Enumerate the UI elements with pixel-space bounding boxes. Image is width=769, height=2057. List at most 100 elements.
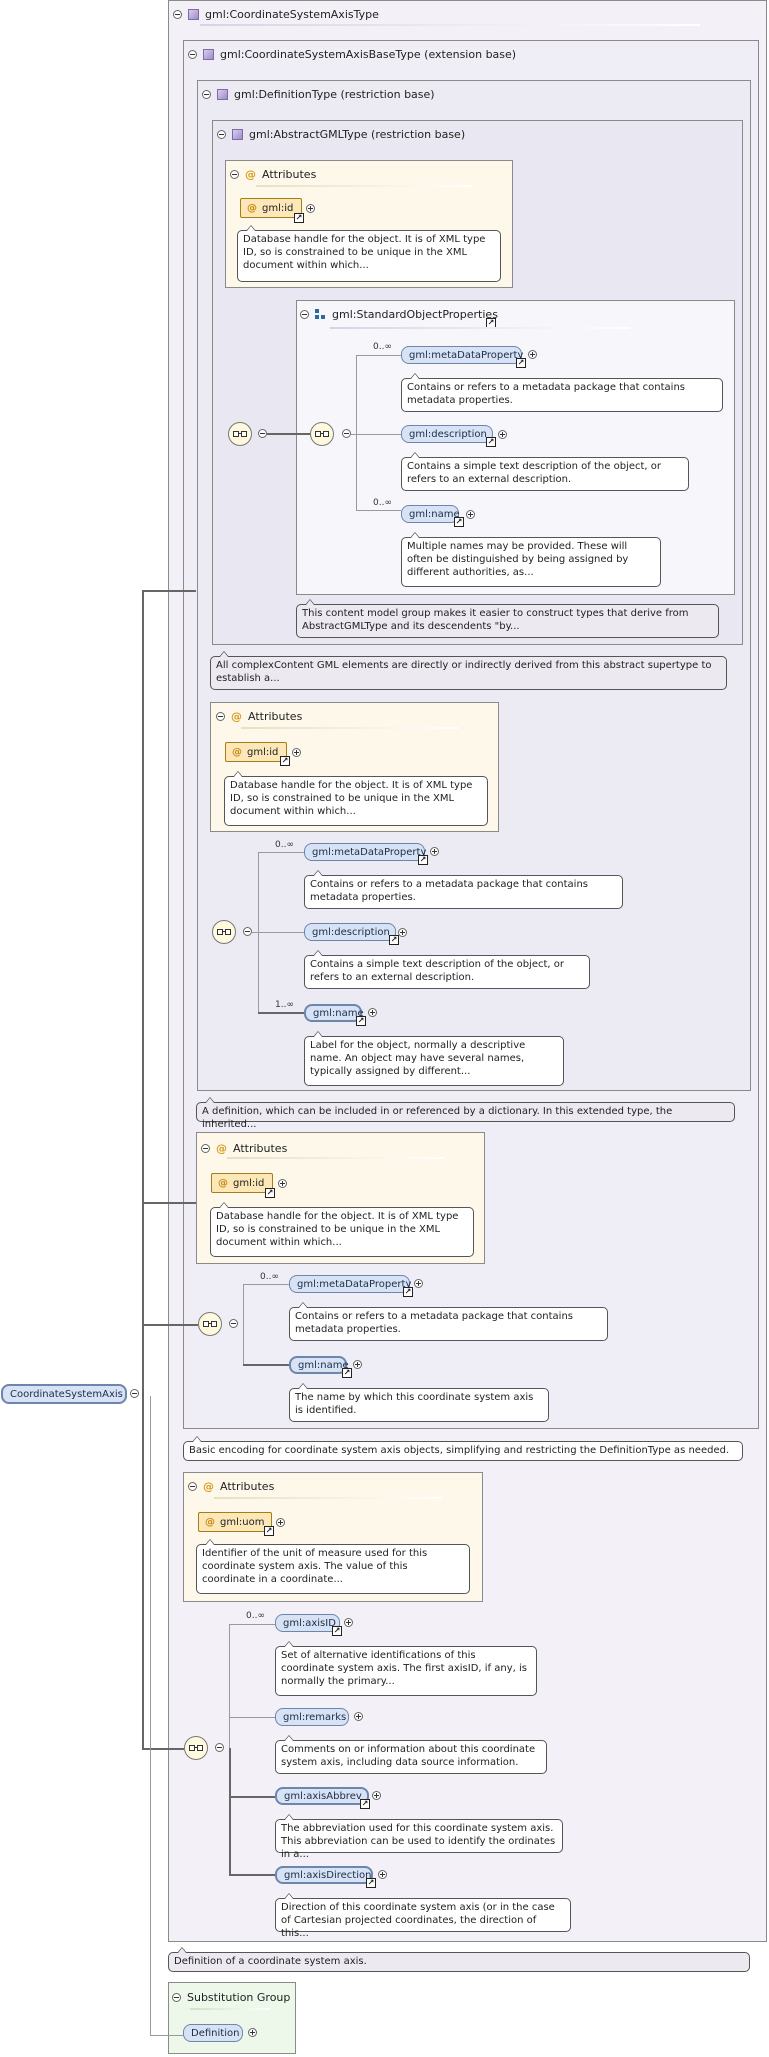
element-metadata-property[interactable]: gml:metaDataProperty (401, 346, 523, 364)
connector (229, 1748, 231, 1874)
expand-icon[interactable] (344, 1618, 353, 1627)
element-remarks[interactable]: gml:remarks (275, 1708, 349, 1726)
collapse-icon[interactable] (229, 1319, 238, 1328)
connector (142, 1202, 196, 1204)
cardinality: 0..∞ (373, 498, 392, 508)
collapse-icon[interactable] (188, 1482, 197, 1491)
root-element-coordinate-system-axis[interactable]: CoordinateSystemAxis (1, 1384, 127, 1404)
note-name-multi-doc: Multiple names may be provided. These wi… (401, 532, 661, 587)
collapse-icon[interactable] (342, 429, 351, 438)
arrow-link-icon[interactable]: ↗ (280, 756, 290, 766)
element-metadata-property[interactable]: gml:metaDataProperty (289, 1275, 411, 1293)
connector (229, 1624, 275, 1625)
sequence-compositor[interactable] (212, 920, 236, 944)
sequence-compositor[interactable] (228, 422, 252, 446)
expand-icon[interactable] (248, 2028, 257, 2037)
expand-icon[interactable] (414, 1279, 423, 1288)
definition-type-name: gml:DefinitionType (restriction base) (234, 88, 435, 101)
collapse-icon[interactable] (202, 90, 211, 99)
complex-type-icon (203, 49, 214, 60)
collapse-icon[interactable] (230, 170, 239, 179)
arrow-link-icon[interactable]: ↗ (342, 1368, 352, 1378)
element-axis-direction[interactable]: gml:axisDirection (275, 1866, 373, 1884)
cardinality: 1..∞ (275, 1000, 294, 1010)
collapse-icon[interactable] (243, 927, 252, 936)
expand-icon[interactable] (498, 430, 507, 439)
expand-icon[interactable] (466, 510, 475, 519)
arrow-link-icon[interactable]: ↗ (389, 935, 399, 945)
collapse-icon[interactable] (300, 310, 309, 319)
collapse-icon[interactable] (216, 712, 225, 721)
expand-icon[interactable] (292, 748, 301, 757)
expand-icon[interactable] (430, 847, 439, 856)
attribute-icon: @ (203, 1480, 214, 1493)
attribute-icon: @ (232, 746, 242, 758)
base-type-name: gml:CoordinateSystemAxisBaseType (extens… (220, 48, 517, 61)
element-name[interactable]: gml:name (401, 505, 460, 523)
arrow-link-icon[interactable]: ↗ (454, 517, 464, 527)
arrow-link-icon[interactable]: ↗ (360, 1799, 370, 1809)
note-abstract-doc: All complexContent GML elements are dire… (210, 651, 727, 690)
arrow-link-icon[interactable]: ↗ (403, 1287, 413, 1297)
expand-icon[interactable] (278, 1179, 287, 1188)
expand-icon[interactable] (276, 1518, 285, 1527)
connector (243, 1364, 289, 1366)
arrow-link-icon[interactable]: ↗ (418, 855, 428, 865)
arrow-link-icon[interactable]: ↗ (356, 1016, 366, 1026)
collapse-icon[interactable] (201, 1144, 210, 1153)
connector (142, 590, 196, 592)
arrow-link-icon[interactable]: ↗ (264, 1526, 274, 1536)
attribute-gml-id[interactable]: @gml:id (211, 1173, 273, 1193)
attribute-gml-uom[interactable]: @gml:uom (198, 1512, 272, 1532)
sequence-compositor[interactable] (198, 1312, 222, 1336)
expand-icon[interactable] (398, 928, 407, 937)
connector (142, 1748, 184, 1750)
note-id-doc: Database handle for the object. It is of… (237, 225, 501, 282)
arrow-link-icon[interactable]: ↗ (332, 1626, 342, 1636)
expand-icon[interactable] (372, 1791, 381, 1800)
expand-icon[interactable] (528, 350, 537, 359)
element-axis-abbrev[interactable]: gml:axisAbbrev (275, 1787, 369, 1805)
note-id-doc: Database handle for the object. It is of… (224, 771, 488, 826)
collapse-icon[interactable] (130, 1389, 139, 1398)
collapse-icon[interactable] (188, 50, 197, 59)
header-rule (190, 2008, 270, 2010)
arrow-link-icon[interactable]: ↗ (516, 358, 526, 368)
substitution-group-header: Substitution Group (172, 1991, 290, 2004)
expand-icon[interactable] (354, 1712, 363, 1721)
element-description[interactable]: gml:description (304, 923, 396, 941)
element-definition[interactable]: Definition (183, 2024, 243, 2042)
element-name[interactable]: gml:name (289, 1356, 349, 1374)
expand-icon[interactable] (368, 1008, 377, 1017)
attribute-gml-id[interactable]: @gml:id (240, 198, 302, 218)
collapse-icon[interactable] (215, 1743, 224, 1752)
expand-icon[interactable] (353, 1360, 362, 1369)
attribute-gml-id[interactable]: @gml:id (225, 742, 287, 762)
arrow-link-icon[interactable]: ↗ (366, 1878, 376, 1888)
connector (356, 355, 401, 356)
cardinality: 0..∞ (373, 342, 392, 352)
cardinality: 0..∞ (246, 1611, 265, 1621)
sequence-compositor[interactable] (184, 1736, 208, 1760)
sequence-compositor[interactable] (310, 422, 334, 446)
element-description[interactable]: gml:description (401, 425, 493, 443)
attribute-icon: @ (216, 1142, 227, 1155)
arrow-link-icon[interactable]: ↗ (486, 437, 496, 447)
collapse-icon[interactable] (217, 130, 226, 139)
element-name[interactable]: gml:name (304, 1004, 364, 1022)
note-metadata-doc: Contains or refers to a metadata package… (289, 1302, 608, 1341)
arrow-link-icon[interactable]: ↗ (294, 213, 304, 223)
expand-icon[interactable] (306, 204, 315, 213)
element-axis-id[interactable]: gml:axisID (275, 1614, 340, 1632)
collapse-icon[interactable] (173, 10, 182, 19)
element-metadata-property[interactable]: gml:metaDataProperty (304, 843, 426, 861)
collapse-icon[interactable] (258, 429, 267, 438)
connector (229, 1796, 275, 1798)
connector (356, 355, 357, 510)
arrow-link-icon[interactable]: ↗ (265, 1188, 275, 1198)
collapse-icon[interactable] (172, 1993, 181, 2002)
expand-icon[interactable] (378, 1870, 387, 1879)
cardinality: 0..∞ (260, 1272, 279, 1282)
attribute-icon: @ (205, 1516, 215, 1528)
attributes-label: Attributes (248, 710, 303, 723)
